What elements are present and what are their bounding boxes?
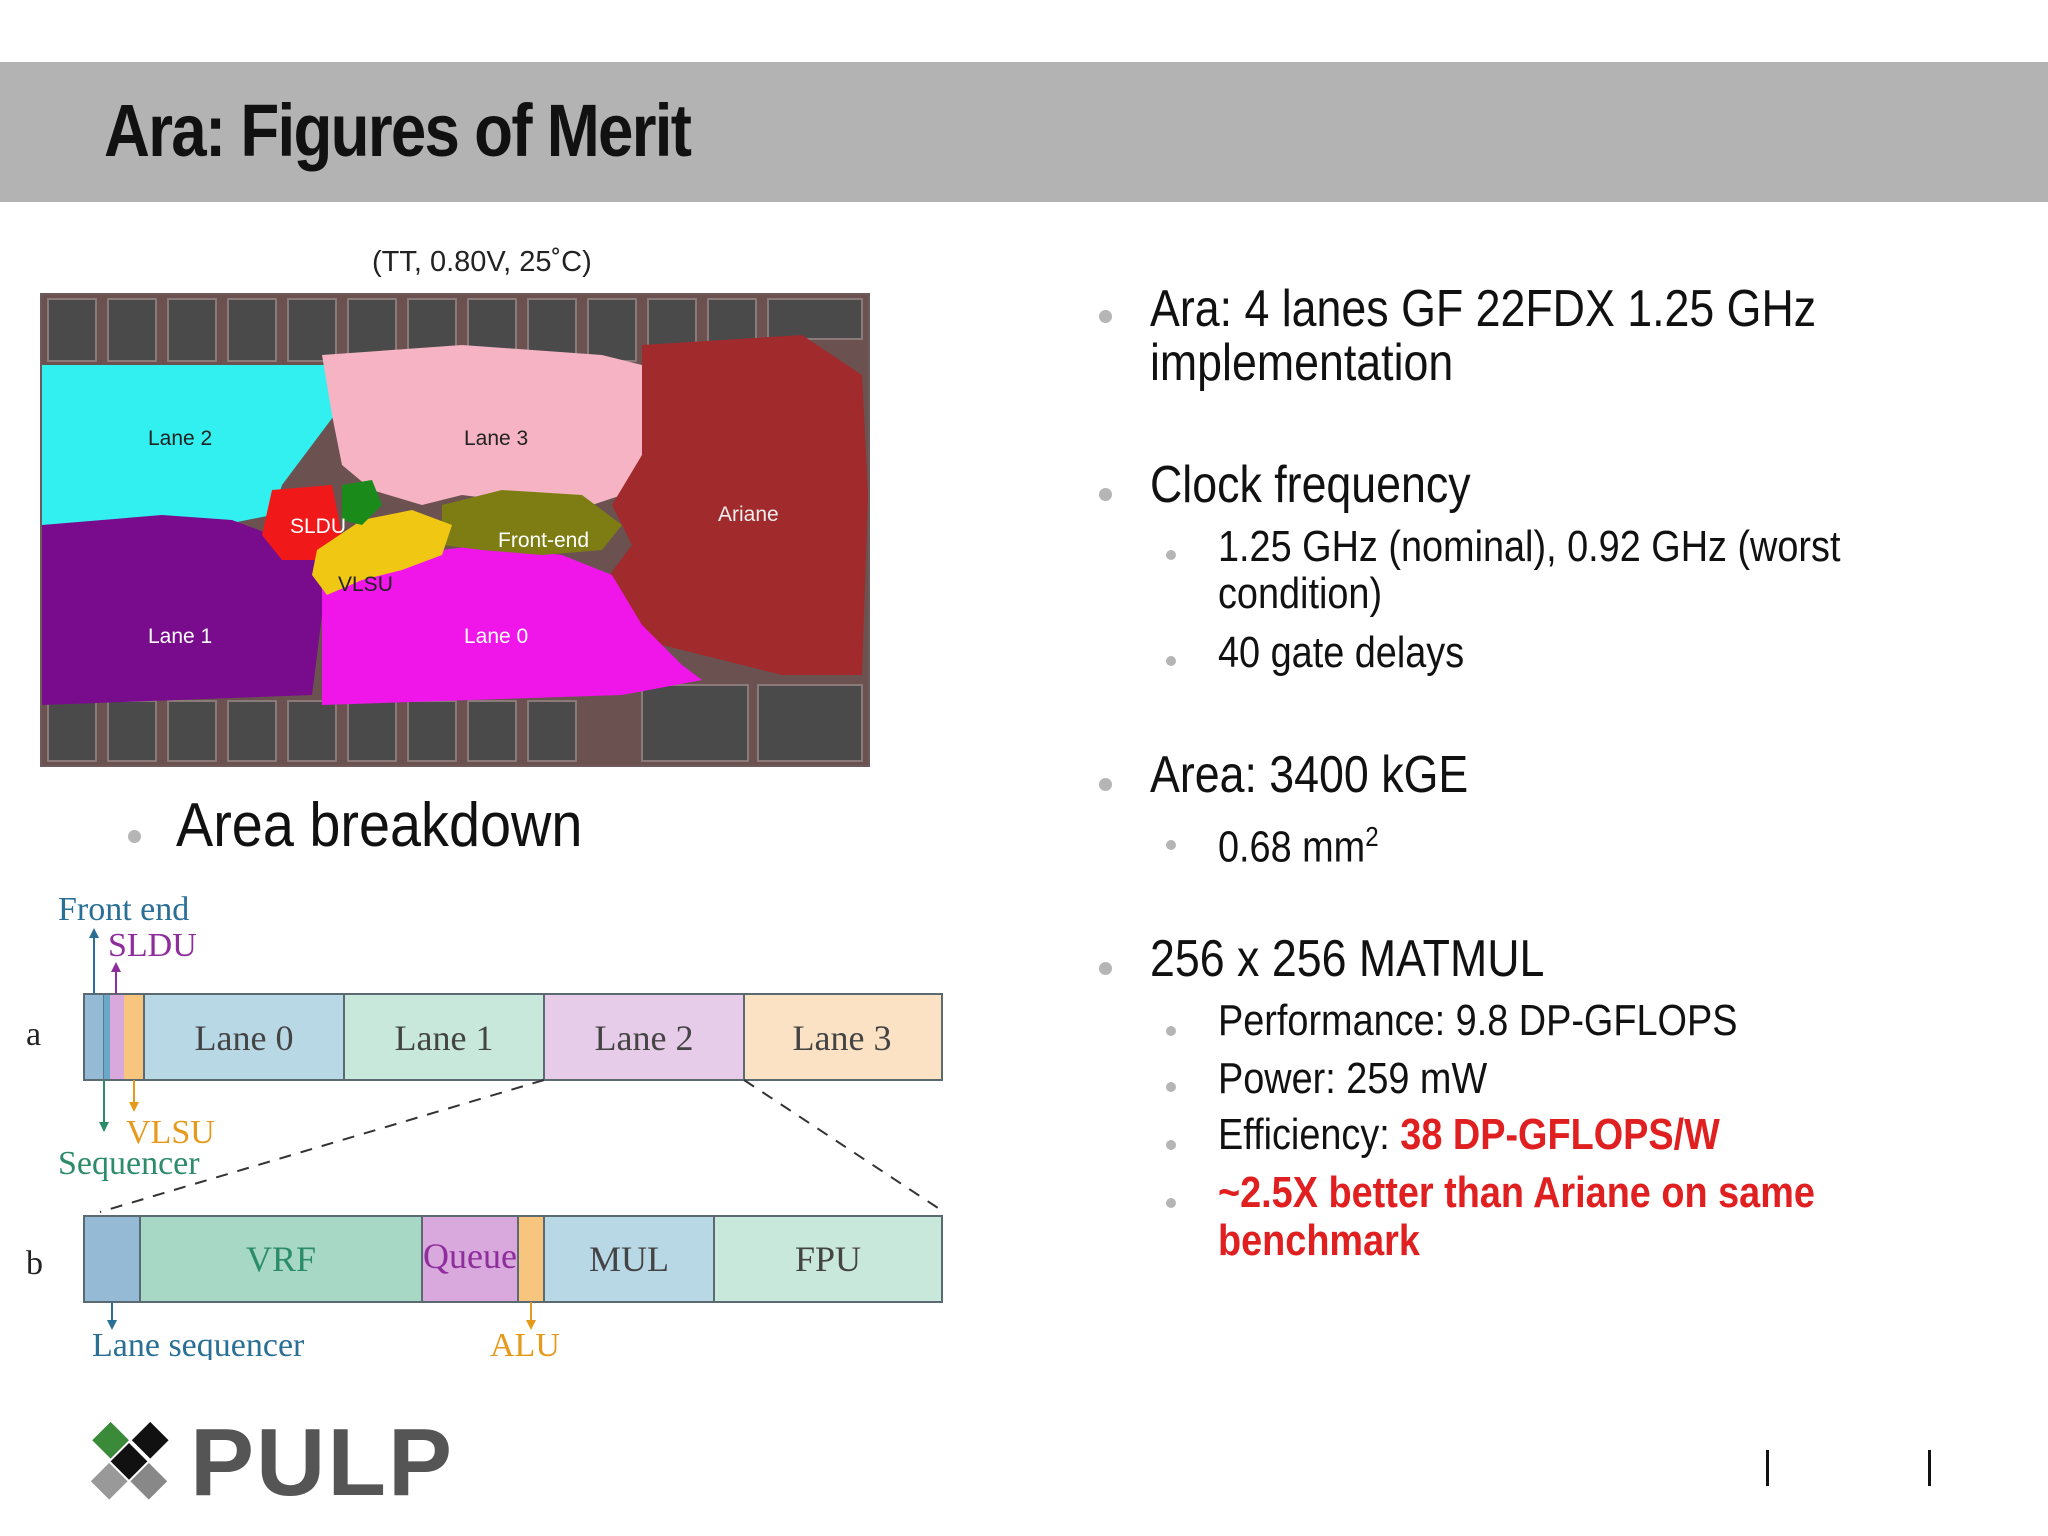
region-sldu [262, 485, 342, 560]
spec-implementation-cont: implementation [1150, 334, 1454, 392]
region-lane-2 [42, 365, 342, 555]
die-label-lane2: Lane 2 [148, 427, 213, 450]
bullet-dot [1166, 1082, 1176, 1092]
bullet-dot [1099, 488, 1112, 501]
bar-a-vlsu [124, 994, 144, 1080]
pulp-logo-text: PULP [190, 1409, 455, 1516]
spec-area-mm2-sup: 2 [1365, 821, 1379, 852]
segment-lane-2: Lane 2 [595, 1018, 694, 1058]
bottom-pads [47, 684, 863, 762]
spec-area-mm2-value: 0.68 mm [1218, 822, 1366, 872]
bar-a-lane0 [143, 993, 345, 1081]
row-label-b: b [26, 1245, 43, 1282]
region-green-blob [342, 480, 382, 525]
page-title: Ara: Figures of Merit [104, 89, 692, 172]
spec-comparison-cont: benchmark [1218, 1216, 1420, 1265]
region-lane-0 [322, 545, 702, 705]
row-label-a: a [26, 1016, 41, 1053]
die-label-sldu: SLDU [290, 515, 347, 538]
spec-performance: Performance: 9.8 DP-GFLOPS [1218, 996, 1738, 1045]
area-breakdown-label: Area breakdown [176, 791, 583, 860]
segment-lane-3: Lane 3 [793, 1018, 892, 1058]
annot-sequencer: Sequencer [58, 1145, 200, 1182]
spec-gate-delays: 40 gate delays [1218, 628, 1465, 677]
segment-lane-0: Lane 0 [195, 1018, 294, 1058]
segment-queue: Queue [423, 1236, 517, 1276]
die-label-lane3: Lane 3 [464, 427, 529, 450]
spec-comparison: ~2.5X better than Ariane on same [1218, 1168, 1815, 1217]
die-micrograph: Lane 2 Lane 3 Ariane SLDU Front-end VLSU… [40, 293, 870, 767]
spec-clock-values: 1.25 GHz (nominal), 0.92 GHz (worst [1218, 522, 1841, 571]
region-front-end [442, 490, 622, 555]
bullet-dot [128, 830, 141, 843]
bar-b-alu [517, 1215, 545, 1303]
bullet-dot [1166, 840, 1176, 850]
spec-area-mm2: 0.68 mm2 [1218, 814, 1379, 871]
segment-lane-1: Lane 1 [395, 1018, 494, 1058]
annot-alu: ALU [490, 1327, 560, 1360]
region-ariane [602, 335, 868, 675]
spec-power: Power: 259 mW [1218, 1054, 1488, 1103]
segment-vrf: VRF [246, 1239, 316, 1279]
region-lane-3 [322, 345, 652, 515]
die-label-ariane: Ariane [718, 503, 779, 526]
bullet-dot [1166, 1198, 1176, 1208]
spec-efficiency: Efficiency: 38 DP-GFLOPS/W [1218, 1112, 1720, 1158]
area-breakdown-diagram: a Lane 0 Lane 1 Lane 2 Lane 3 Front end … [26, 891, 943, 1360]
top-pads [47, 298, 863, 362]
footer-divider [1766, 1450, 1769, 1486]
bullet-dot [1166, 656, 1176, 666]
die-floorplan [42, 295, 868, 765]
footer-divider [1928, 1450, 1931, 1486]
bullet-dot [1099, 962, 1112, 975]
spec-matmul: 256 x 256 MATMUL [1150, 930, 1545, 988]
bullet-dot [1166, 1140, 1176, 1150]
title-band [0, 62, 2048, 202]
region-lane-1 [42, 515, 322, 705]
annot-front-end: Front end [58, 891, 189, 928]
bullet-dot [1099, 778, 1112, 791]
logo-letter: P [126, 1489, 135, 1505]
segment-mul: MUL [589, 1239, 669, 1279]
logo-letter: P [126, 1419, 137, 1436]
annot-sldu: SLDU [108, 927, 197, 964]
bar-b-mul [543, 1215, 715, 1303]
bullet-dot [1166, 550, 1176, 560]
spec-area: Area: 3400 kGE [1150, 746, 1469, 804]
die-label-lane1: Lane 1 [148, 625, 213, 648]
annot-lane-sequencer: Lane sequencer [92, 1327, 305, 1360]
bar-b-lane-sequencer [83, 1215, 141, 1303]
spec-implementation: Ara: 4 lanes GF 22FDX 1.25 GHz [1150, 280, 1817, 338]
bar-a-lane2 [543, 993, 745, 1081]
region-vlsu [312, 510, 452, 595]
pulp-logo-icon: P P [90, 1419, 169, 1505]
bullet-dot [1099, 310, 1112, 323]
bar-a-sldu [110, 994, 124, 1080]
bar-a-frontend [104, 994, 110, 1080]
bar-b-fpu [713, 1215, 943, 1303]
spec-efficiency-label: Efficiency: [1218, 1110, 1401, 1159]
annot-vlsu: VLSU [126, 1114, 215, 1151]
segment-fpu: FPU [795, 1239, 861, 1279]
bar-a-sequencer [83, 993, 105, 1081]
die-caption: (TT, 0.80V, 25˚C) [372, 246, 592, 278]
bar-b-vrf [139, 1215, 423, 1303]
die-label-vlsu: VLSU [338, 573, 393, 596]
die-label-lane0: Lane 0 [464, 625, 529, 648]
bullet-dot [1166, 1026, 1176, 1036]
spec-clock-frequency: Clock frequency [1150, 456, 1471, 514]
spec-clock-values-cont: condition) [1218, 569, 1383, 618]
spec-efficiency-value: 38 DP-GFLOPS/W [1400, 1110, 1720, 1159]
die-label-frontend: Front-end [498, 529, 590, 552]
